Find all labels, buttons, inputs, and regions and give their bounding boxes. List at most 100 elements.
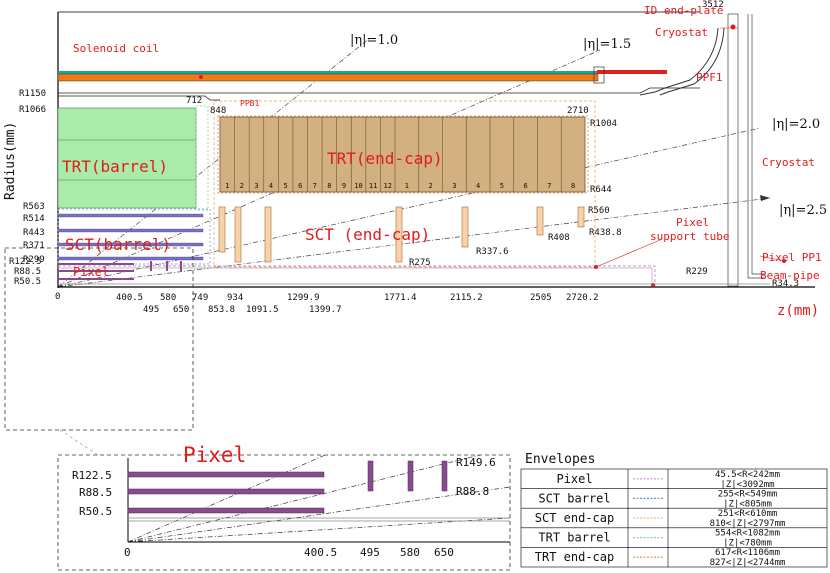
zoom-connector	[59, 429, 99, 456]
zoom-r122: R122.5	[72, 469, 112, 482]
envelope-range-z: |Z|<3092mm	[720, 480, 774, 490]
pixel-zoom-source-box	[4, 247, 194, 431]
zpix-layer-122	[127, 471, 325, 478]
zoom-z400: 400.5	[304, 546, 337, 559]
label-pixel: Pixel	[73, 265, 109, 279]
label-trt-barrel: TRT(barrel)	[62, 157, 168, 176]
id-endplate-wall	[639, 27, 719, 96]
trt-endcap-block	[219, 116, 586, 193]
sct-layer-299	[57, 256, 204, 261]
envelope-range-z: |Z|<805mm	[723, 499, 772, 509]
trt-wheel-number: 4	[269, 182, 273, 190]
sct-layer-371	[57, 242, 204, 247]
zoom-z580: 580	[400, 546, 420, 559]
zoom-eta-2	[127, 486, 511, 543]
label-r337: R337.6	[476, 247, 509, 257]
label-pixel-zoom: Pixel	[183, 443, 246, 467]
label-z650: 650	[173, 305, 189, 315]
cryostat-inner-wall	[747, 14, 765, 279]
pix-disk-3	[180, 261, 182, 271]
zoom-eta-1-5	[127, 454, 481, 543]
zpix-disk-3	[441, 460, 448, 492]
zoom-r88: R88.5	[79, 486, 112, 499]
trt-wheel-number: 6	[298, 182, 302, 190]
pixel-support-tube-inner	[58, 267, 653, 286]
solenoid-coil	[57, 73, 599, 82]
label-r50: R50.5	[14, 277, 41, 287]
eta-1-5-line	[57, 49, 601, 288]
label-z1091: 1091.5	[246, 305, 279, 315]
solenoid-dot	[199, 75, 203, 79]
trt-barrel-envelope	[195, 105, 209, 211]
sct-layer-514	[57, 213, 204, 218]
label-r229: R229	[686, 267, 708, 277]
envelope-name: SCT end-cap	[535, 511, 614, 525]
trt-wheel-number: 4	[476, 182, 480, 190]
label-r1004: R1004	[590, 119, 617, 129]
label-trt-endcap: TRT(end-cap)	[327, 149, 443, 168]
r1150-wall	[58, 87, 700, 94]
sct-disk-7	[577, 206, 585, 228]
sct-disk-4	[395, 206, 403, 263]
zoom-eta-2-5	[127, 517, 511, 543]
beampipe-dot	[651, 283, 655, 287]
pix-layer-50	[58, 278, 134, 280]
cryostat-inner-wall-2	[751, 14, 765, 275]
zoom-eta-lines	[127, 454, 511, 543]
label-pixel-support-1: Pixel	[676, 216, 709, 229]
label-cryostat-top: Cryostat	[655, 26, 708, 39]
label-z580: 580	[160, 293, 176, 303]
pixel-layers-zoom	[127, 460, 448, 514]
cryostat-right-wall	[727, 13, 739, 287]
trt-wheel-number: 9	[342, 182, 346, 190]
trt-wheel-number: 3	[254, 182, 258, 190]
sct-layer-443	[57, 228, 204, 233]
label-z848: 848	[210, 106, 226, 116]
component-labels: Solenoid coil ID end-plate Cryostat PPF1…	[62, 4, 822, 467]
envelope-range-r: 617<R<1106mm	[715, 548, 780, 558]
zpix-layer-50	[127, 507, 325, 514]
eta-2-5-arrowhead	[760, 195, 770, 201]
envelopes-title: Envelopes	[525, 452, 595, 467]
envelope-range-r: 45.5<R<242mm	[715, 470, 780, 480]
trt-wheel-number: 12	[383, 182, 391, 190]
ppb1-envelope	[213, 100, 596, 268]
zoom-r88-8: R88.8	[456, 485, 489, 498]
zoom-labels: R122.5 R88.5 R50.5 R149.6 R88.8 0 400.5 …	[72, 456, 496, 559]
pixel-support-tube	[58, 265, 656, 286]
label-r514: R514	[23, 214, 45, 224]
zpix-disk-1	[367, 460, 374, 492]
trt-wheel-number: 7	[313, 182, 317, 190]
label-z400: 400.5	[116, 293, 143, 303]
label-r438: R438.8	[589, 228, 622, 238]
trt-endcap-envelope	[217, 115, 589, 194]
label-z1399: 1399.7	[309, 305, 342, 315]
label-ppf1: PPF1	[696, 71, 723, 84]
trt-wheel-number: 8	[327, 182, 331, 190]
label-sct-barrel: SCT(barrel)	[65, 235, 171, 254]
envelope-name: SCT barrel	[538, 491, 610, 505]
eta-label-group: |η|=1.0 |η|=1.5 |η|=2.0 |η|=2.5	[350, 33, 827, 218]
label-r1066: R1066	[19, 105, 46, 115]
label-r88: R88.5	[14, 267, 41, 277]
pixel-layers-small	[58, 261, 182, 280]
x-axis-title: z(mm)	[777, 303, 819, 319]
pix-disk-2	[166, 261, 168, 271]
sct-barrel-envelope	[57, 208, 211, 265]
eta-label-2-5: |η|=2.5	[779, 203, 827, 218]
trt-wheel-number: 1	[405, 182, 409, 190]
label-z712: 712	[186, 96, 202, 106]
z-labels: 3512 712 848 2710 0 400.5 580 749 934 12…	[55, 0, 724, 315]
radius-labels: R1150 R1066 R563 R514 R443 R371 R299 R12…	[9, 89, 799, 289]
label-z2115: 2115.2	[450, 293, 483, 303]
envelope-name: Pixel	[556, 472, 592, 486]
pix-disk-1	[150, 261, 152, 271]
sct-disk-2	[234, 206, 242, 263]
label-r443: R443	[23, 228, 45, 238]
label-sct-endcap: SCT (end-cap)	[305, 225, 430, 244]
envelope-name: TRT barrel	[538, 531, 610, 545]
label-cryostat-right: Cryostat	[762, 156, 815, 169]
